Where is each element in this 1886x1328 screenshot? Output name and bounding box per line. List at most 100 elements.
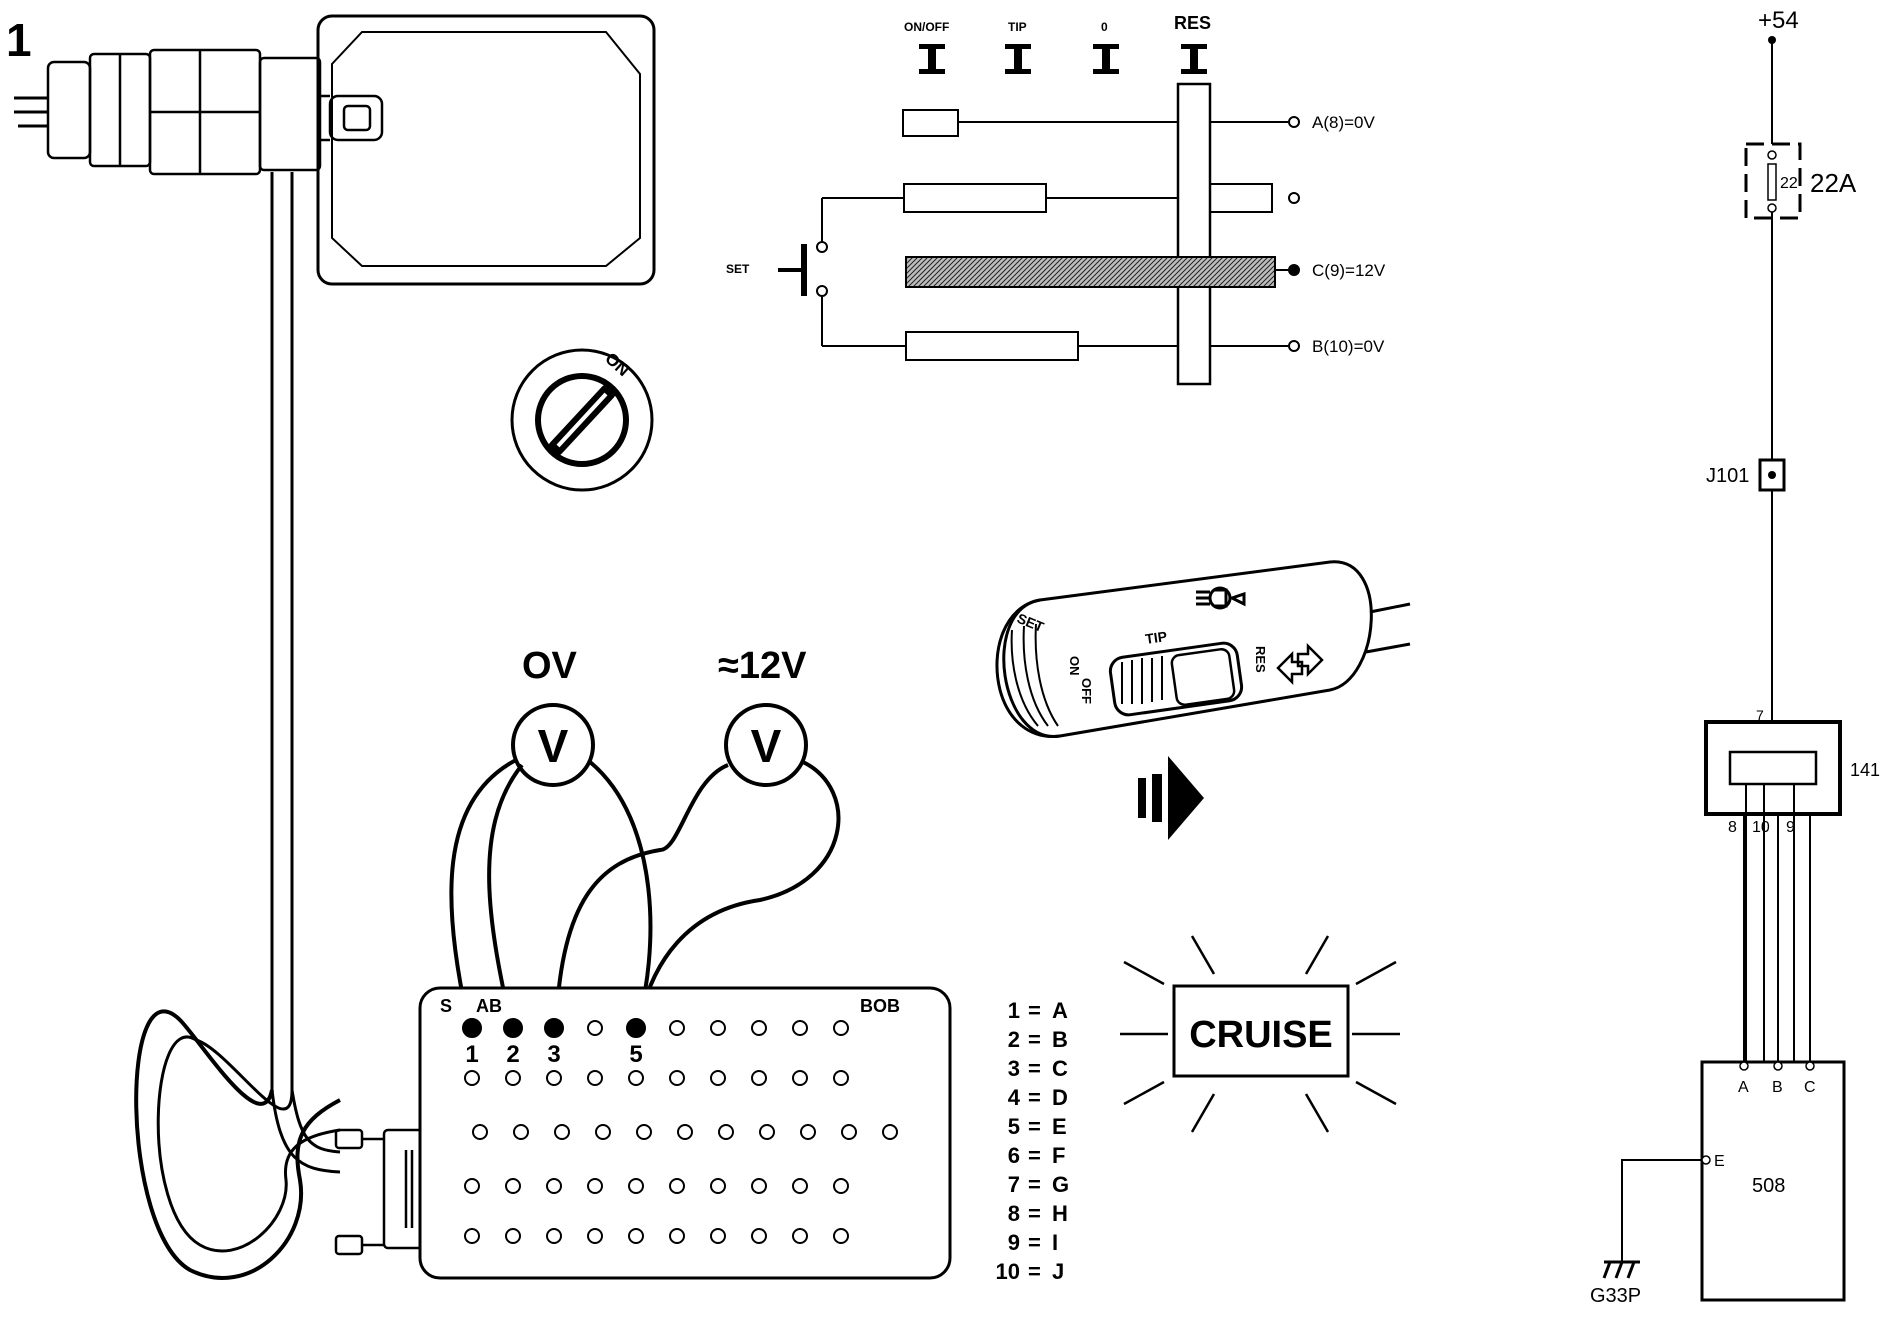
meter-left-reading: OV (522, 645, 578, 687)
ignition-switch (510, 348, 654, 492)
bob-socket (751, 1070, 767, 1086)
pin-map-eq: = (1028, 1056, 1041, 1081)
bob-socket (751, 1178, 767, 1194)
stalk-tip-label: TIP (1144, 628, 1168, 647)
bob-socket (628, 1178, 644, 1194)
fuse-number: 22 (1780, 175, 1798, 192)
module-earth-pin: E (1714, 1153, 1725, 1170)
voltmeter-right-symbol: V (751, 720, 782, 772)
bob-socket-connected (544, 1018, 564, 1038)
output-b-label: B(10)=0V (1312, 337, 1385, 356)
headlamp-icon (1196, 588, 1246, 608)
switch-schematic: ON/OFF TIP 0 RES (726, 13, 1386, 386)
bob-socket (710, 1178, 726, 1194)
fuse-element (1767, 163, 1777, 201)
bob-socket (669, 1070, 685, 1086)
bob-socket (472, 1124, 488, 1140)
bob-socket (587, 1070, 603, 1086)
push-arrow-icon (1138, 756, 1204, 840)
switch-pos-set: SET (726, 262, 750, 276)
box-connector (334, 1128, 432, 1256)
pin-map-eq: = (1028, 1230, 1041, 1255)
bob-socket (800, 1124, 816, 1140)
pin-map-eq: = (1028, 1085, 1041, 1110)
bob-socket (505, 1070, 521, 1086)
bob-socket (718, 1124, 734, 1140)
bob-socket (546, 1228, 562, 1244)
earth-wire (1621, 1159, 1702, 1262)
bob-socket (628, 1070, 644, 1086)
junction-label: J101 (1706, 465, 1749, 487)
pin-map-eq: = (1028, 1201, 1041, 1226)
pin-map-letter: A (1052, 998, 1068, 1023)
supply-label: +54 (1758, 7, 1799, 34)
bob-socket (505, 1228, 521, 1244)
module-508 (1700, 1060, 1846, 1302)
position-markers (919, 44, 1207, 74)
switch-block-label: 141 (1850, 760, 1880, 780)
bob-socket (464, 1228, 480, 1244)
pin-map-eq: = (1028, 1027, 1041, 1052)
bob-socket-grid (462, 1018, 898, 1244)
pin-map-eq: = (1028, 1172, 1041, 1197)
bob-socket (792, 1228, 808, 1244)
pin-map-num: 9 (1008, 1230, 1020, 1255)
pin-map-letter: G (1052, 1172, 1069, 1197)
harness-cable (270, 172, 294, 1090)
pin-map-letter: F (1052, 1143, 1065, 1168)
pin-map-eq: = (1028, 1143, 1041, 1168)
bob-socket (751, 1020, 767, 1036)
switch-pos-onoff: ON/OFF (904, 20, 949, 34)
bob-socket (841, 1124, 857, 1140)
break-out-box: S AB BOB 1 2 3 5 (418, 986, 952, 1280)
control-unit-assembly (14, 14, 656, 1280)
stalk-tip-switch (1108, 641, 1244, 717)
bob-socket (792, 1178, 808, 1194)
pin-map-legend: 1 = A 2 = B 3 = C 4 = D 5 = E 6 = F 7 = … (996, 998, 1070, 1284)
bob-socket-connected (462, 1018, 482, 1038)
harness-to-box (270, 1089, 341, 1174)
bob-pin-number: 2 (506, 1041, 519, 1068)
switch-block-pin: 9 (1786, 819, 1795, 836)
module-pin: C (1804, 1079, 1816, 1096)
bob-socket (833, 1178, 849, 1194)
bob-socket (833, 1228, 849, 1244)
harness-loop-inner (156, 1035, 341, 1253)
pin-map-num: 10 (996, 1259, 1020, 1284)
switch-block-pin: 8 (1728, 819, 1737, 836)
module-label: 508 (1752, 1175, 1785, 1197)
bob-socket (792, 1070, 808, 1086)
bob-socket (710, 1020, 726, 1036)
plug-wires (14, 96, 48, 128)
voltmeter-right: V (724, 703, 808, 787)
bob-socket (628, 1228, 644, 1244)
bob-socket (595, 1124, 611, 1140)
voltmeter-left: V (511, 703, 595, 787)
pin-map-letter: H (1052, 1201, 1068, 1226)
bob-socket (636, 1124, 652, 1140)
stalk-res-label: RES (1253, 646, 1268, 673)
meter-right-reading: ≈12V (718, 645, 807, 687)
stalk-on-label: ON (1067, 656, 1082, 676)
switch-common-bar (1176, 82, 1212, 386)
bob-socket (587, 1178, 603, 1194)
harness-loop (134, 1009, 341, 1280)
stalk-shaft (1365, 602, 1411, 654)
direction-arrows-icon (1276, 642, 1324, 686)
module-pin: B (1772, 1079, 1783, 1096)
bob-socket (546, 1070, 562, 1086)
pin-map-num: 4 (1008, 1085, 1021, 1110)
pin-map-num: 2 (1008, 1027, 1020, 1052)
bob-socket-connected (503, 1018, 523, 1038)
earth-label: G33P (1590, 1285, 1641, 1307)
pin-map-num: 1 (1008, 998, 1020, 1023)
switch-block-top-pin: 7 (1756, 707, 1764, 723)
earth-symbol (1602, 1260, 1640, 1279)
stalk-end-cap (995, 598, 1061, 738)
pin-map-num: 5 (1008, 1114, 1020, 1139)
pin-map-letter: D (1052, 1085, 1068, 1110)
bob-side-label-s: S (440, 996, 452, 1016)
pin-map-num: 8 (1008, 1201, 1020, 1226)
cruise-lamp-label: CRUISE (1189, 1014, 1333, 1056)
pin-map-num: 6 (1008, 1143, 1020, 1168)
